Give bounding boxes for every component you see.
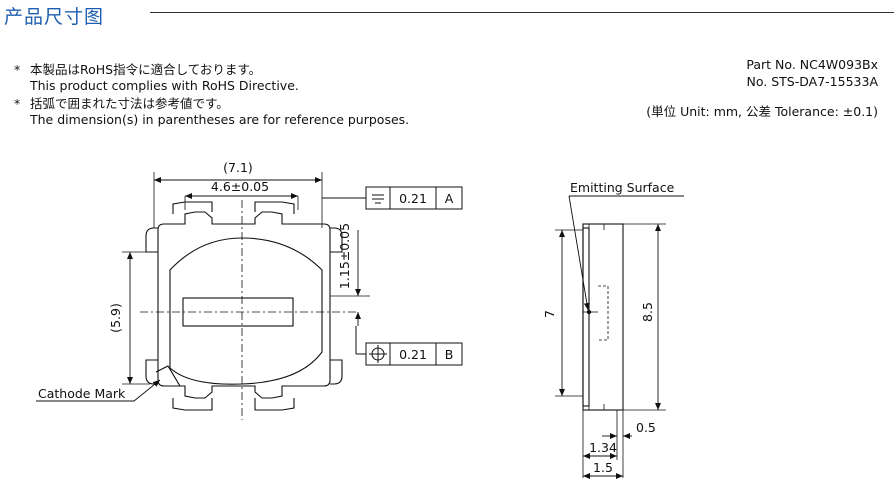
dim-thickness-1: 1.34: [589, 440, 617, 455]
tolerance-frame-a: [322, 186, 463, 210]
pad-tl: [145, 227, 158, 253]
tolerance-frame-b: [355, 326, 463, 366]
standard-number: No. STS-DA7-15533A: [746, 74, 878, 89]
note-2-en: The dimension(s) in parentheses are for …: [30, 112, 410, 127]
note-2-ja: 括弧で囲まれた寸法は参考値です。: [30, 96, 229, 111]
emitting-surface-label: Emitting Surface: [570, 180, 675, 195]
note-1-en: This product complies with RoHS Directiv…: [30, 78, 299, 93]
note-1-marker: *: [14, 62, 21, 77]
tolerance-b-datum: B: [445, 347, 454, 362]
tolerance-a-value: 0.21: [399, 191, 427, 206]
pad-tr: [330, 227, 343, 253]
dim-thickness-2: 1.5: [593, 460, 613, 475]
dim-outer-height: 8.5: [640, 302, 655, 322]
dim-height: (5.9): [108, 303, 123, 333]
dim-inner-height: 7: [542, 310, 557, 318]
dim-offset: 1.15±0.05: [337, 223, 352, 289]
pad-bottom-left: [172, 398, 213, 411]
side-view: [555, 223, 666, 478]
units-tolerance: (単位 Unit: mm, 公差 Tolerance: ±0.1): [646, 104, 878, 119]
title-rule: [150, 12, 894, 13]
cathode-mark-label: Cathode Mark: [38, 386, 126, 401]
page-title: 产品尺寸图: [4, 6, 105, 28]
dim-overall-width: (7.1): [223, 160, 253, 175]
note-2-marker: *: [14, 96, 21, 111]
pad-br: [330, 359, 343, 385]
package-outline: [157, 211, 331, 399]
emitting-area: [169, 237, 323, 385]
part-number: Part No. NC4W093Bx: [746, 57, 878, 72]
pad-top-right: [254, 201, 295, 214]
dim-pad-pitch: 4.6±0.05: [211, 179, 269, 194]
tolerance-a-datum: A: [445, 191, 454, 206]
front-view: [122, 172, 370, 420]
dim-bottom-offset: 0.5: [636, 420, 656, 435]
pad-bottom-right: [254, 398, 295, 411]
note-1-ja: 本製品はRoHS指令に適合しております。: [30, 62, 262, 77]
tolerance-b-value: 0.21: [399, 347, 427, 362]
